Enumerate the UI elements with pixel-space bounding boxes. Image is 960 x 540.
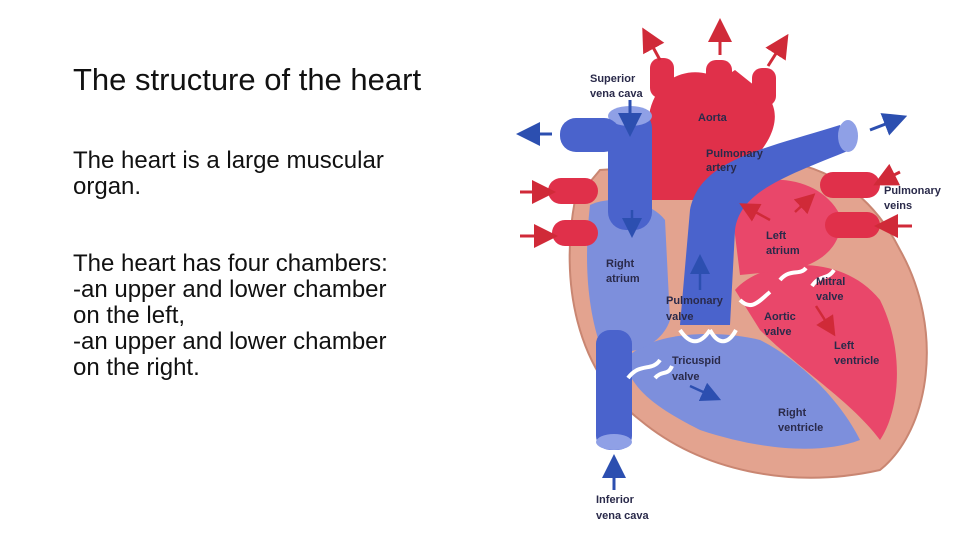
label-left-atrium: Left atrium [766, 230, 800, 257]
inferior-vena-cava-vessel [596, 330, 632, 450]
pulmonary-vein-left-lower [552, 220, 598, 246]
label-tricuspid-valve: Tricuspid valve [672, 355, 724, 383]
arrow-pa-right [869, 113, 908, 136]
aortic-valve [738, 290, 772, 307]
right-atrium-chamber [587, 200, 670, 352]
pulmonary-valve [678, 328, 738, 344]
text-line: on the left, [73, 302, 186, 329]
paragraph-four-chambers: The heart has four chambers: -an upper a… [73, 251, 493, 381]
arrow-left-ventricle [814, 305, 836, 337]
pulmonary-vein-right-lower [825, 212, 880, 238]
heart-diagram: Superior vena cava Aorta Pulmonary arter… [516, 18, 944, 522]
text-line: The heart has four chambers: [73, 250, 388, 277]
label-pulmonary-valve: Pulmonary valve [666, 295, 726, 323]
arrow-aorta-1 [642, 27, 665, 61]
label-pulmonary-veins: Pulmonary veins [884, 185, 944, 212]
pulmonary-artery-vessel [680, 125, 850, 325]
label-aortic-valve: Aortic valve [764, 311, 799, 338]
arrow-pv-right-1 [873, 163, 901, 186]
arrow-aorta-3 [765, 33, 789, 67]
slide-title: The structure of the heart [73, 62, 422, 97]
label-right-atrium: Right atrium [606, 258, 640, 285]
text-line: organ. [73, 173, 142, 200]
pulmonary-branch-left [560, 118, 620, 152]
mitral-valve [778, 266, 836, 288]
label-aorta: Aorta [698, 112, 728, 124]
left-ventricle-chamber [735, 265, 897, 440]
label-right-ventricle: Right ventricle [778, 407, 823, 434]
label-pulmonary-artery: Pulmonary artery [706, 148, 766, 174]
aorta-branch-2 [706, 60, 732, 100]
pulmonary-artery-opening [838, 120, 858, 152]
text-line: -an upper and lower chamber [73, 276, 387, 303]
text-line: -an upper and lower chamber [73, 328, 387, 355]
text-line: The heart is a large muscular [73, 147, 384, 174]
arrow-left-atrium [739, 203, 771, 222]
slide-text: The structure of the heart The heart is … [73, 58, 493, 381]
ivc-opening [596, 434, 632, 450]
label-inferior-vena-cava: Inferior vena cava [596, 494, 649, 522]
label-mitral-valve: Mitral valve [816, 276, 848, 303]
pulmonary-vein-right-upper [820, 172, 880, 198]
pulmonary-vein-left-upper [548, 178, 598, 204]
arrow-left-atrium-2 [793, 193, 816, 215]
label-left-ventricle: Left ventricle [834, 340, 879, 367]
text-line: on the right. [73, 354, 200, 381]
aorta-branch-1 [650, 58, 674, 98]
tricuspid-valve [626, 358, 674, 380]
arrow-right-ventricle [689, 382, 722, 401]
aorta-branch-3 [752, 68, 776, 106]
right-ventricle-chamber [625, 334, 860, 449]
paragraph-muscular-organ: The heart is a large muscular organ. [73, 148, 493, 200]
label-superior-vena-cava: Superior vena cava [590, 73, 643, 100]
